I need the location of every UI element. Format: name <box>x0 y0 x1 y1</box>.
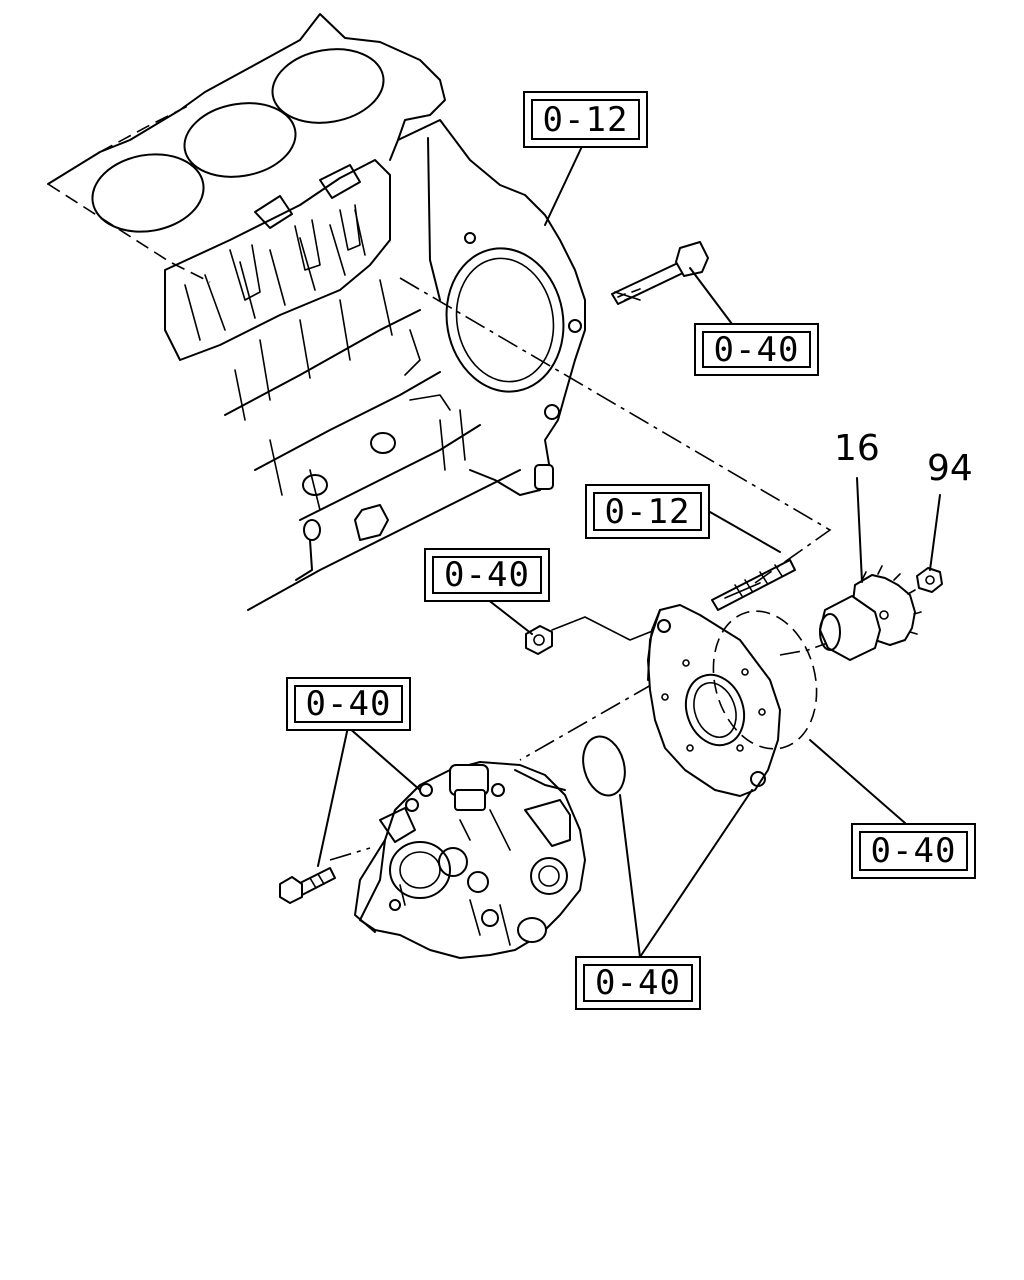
block-bolt <box>611 241 709 305</box>
callout-stud: 0-12 <box>585 484 710 539</box>
flange-oring-large <box>712 610 818 750</box>
callout-flange-oring-label: 0-40 <box>859 831 968 871</box>
supply-pump <box>354 761 586 959</box>
pump-flange <box>647 604 781 797</box>
oring-small <box>582 735 626 797</box>
callout-block-bolt-label: 0-40 <box>702 330 811 370</box>
pump-bolt <box>279 867 336 904</box>
callout-block-bolt: 0-40 <box>694 323 819 376</box>
callout-flange-nut-label: 0-40 <box>432 555 542 595</box>
callout-stud-label: 0-12 <box>593 492 702 532</box>
callout-flange-oring: 0-40 <box>851 823 976 879</box>
part-number-nut: 94 <box>927 448 973 489</box>
callout-flange-bolts: 0-40 <box>575 956 701 1010</box>
callout-flange-nut: 0-40 <box>424 548 550 602</box>
engine-block <box>47 13 586 611</box>
callout-flange-bolts-label: 0-40 <box>583 963 693 1003</box>
callout-pump-bolts: 0-40 <box>286 677 411 731</box>
gear-nut <box>916 567 943 593</box>
flange-nut <box>525 625 553 655</box>
callout-block-top: 0-12 <box>523 91 648 148</box>
drive-gear <box>819 565 922 661</box>
part-number-gear: 16 <box>834 428 880 469</box>
stud <box>711 559 796 611</box>
callout-block-top-label: 0-12 <box>531 99 640 140</box>
leader-lines <box>317 139 941 958</box>
callout-pump-bolts-label: 0-40 <box>294 684 403 724</box>
